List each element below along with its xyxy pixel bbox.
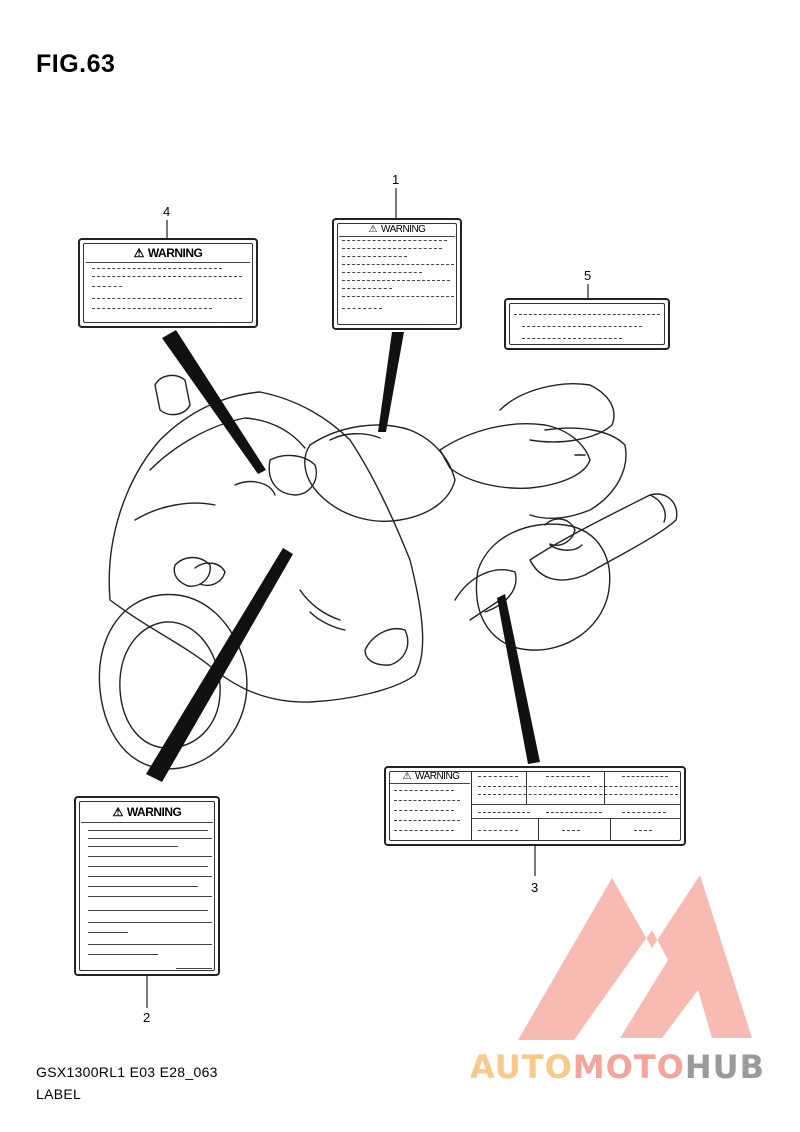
callout-number-3: 3 [531, 880, 539, 895]
watermark-brand-part3: HUB [684, 1048, 766, 1086]
warning-label-1: ⚠WARNING [332, 218, 462, 330]
callout-ticks [146, 188, 589, 1008]
warning-label-4: ⚠WARNING [78, 238, 258, 328]
section-name: LABEL [36, 1086, 82, 1102]
watermark-brand-part1: AUTO [470, 1048, 573, 1086]
watermark-brand: AUTOMOTOHUB [470, 1048, 765, 1086]
warning-triangle-icon: ⚠ [368, 224, 378, 235]
model-code: GSX1300RL1 E03 E28_063 [36, 1064, 218, 1080]
figure-title: FIG.63 [36, 50, 116, 78]
warning-heading: ⚠WARNING [112, 805, 182, 819]
warning-triangle-icon: ⚠ [402, 771, 412, 782]
front-wheel [98, 593, 248, 770]
callout-number-4: 4 [163, 204, 171, 219]
warning-label-3: ⚠WARNING [384, 766, 686, 846]
callout-number-2: 2 [143, 1010, 151, 1025]
seat [439, 423, 591, 489]
watermark-brand-part2: MOTO [572, 1048, 685, 1086]
fuel-tank [304, 424, 456, 522]
warning-heading: ⚠WARNING [402, 771, 460, 782]
warning-heading: ⚠WARNING [368, 224, 426, 235]
exhaust [529, 493, 678, 581]
label-5 [504, 298, 670, 350]
warning-label-2: ⚠WARNING [74, 796, 220, 976]
callout-number-5: 5 [584, 268, 592, 283]
warning-triangle-icon: ⚠ [112, 805, 124, 819]
warning-heading: ⚠WARNING [133, 246, 203, 260]
warning-triangle-icon: ⚠ [133, 246, 145, 260]
callout-number-1: 1 [392, 172, 400, 187]
watermark-logo [518, 875, 752, 1040]
front-fairing [108, 391, 424, 703]
leader-lines [146, 330, 540, 782]
rear-wheel [475, 523, 611, 651]
